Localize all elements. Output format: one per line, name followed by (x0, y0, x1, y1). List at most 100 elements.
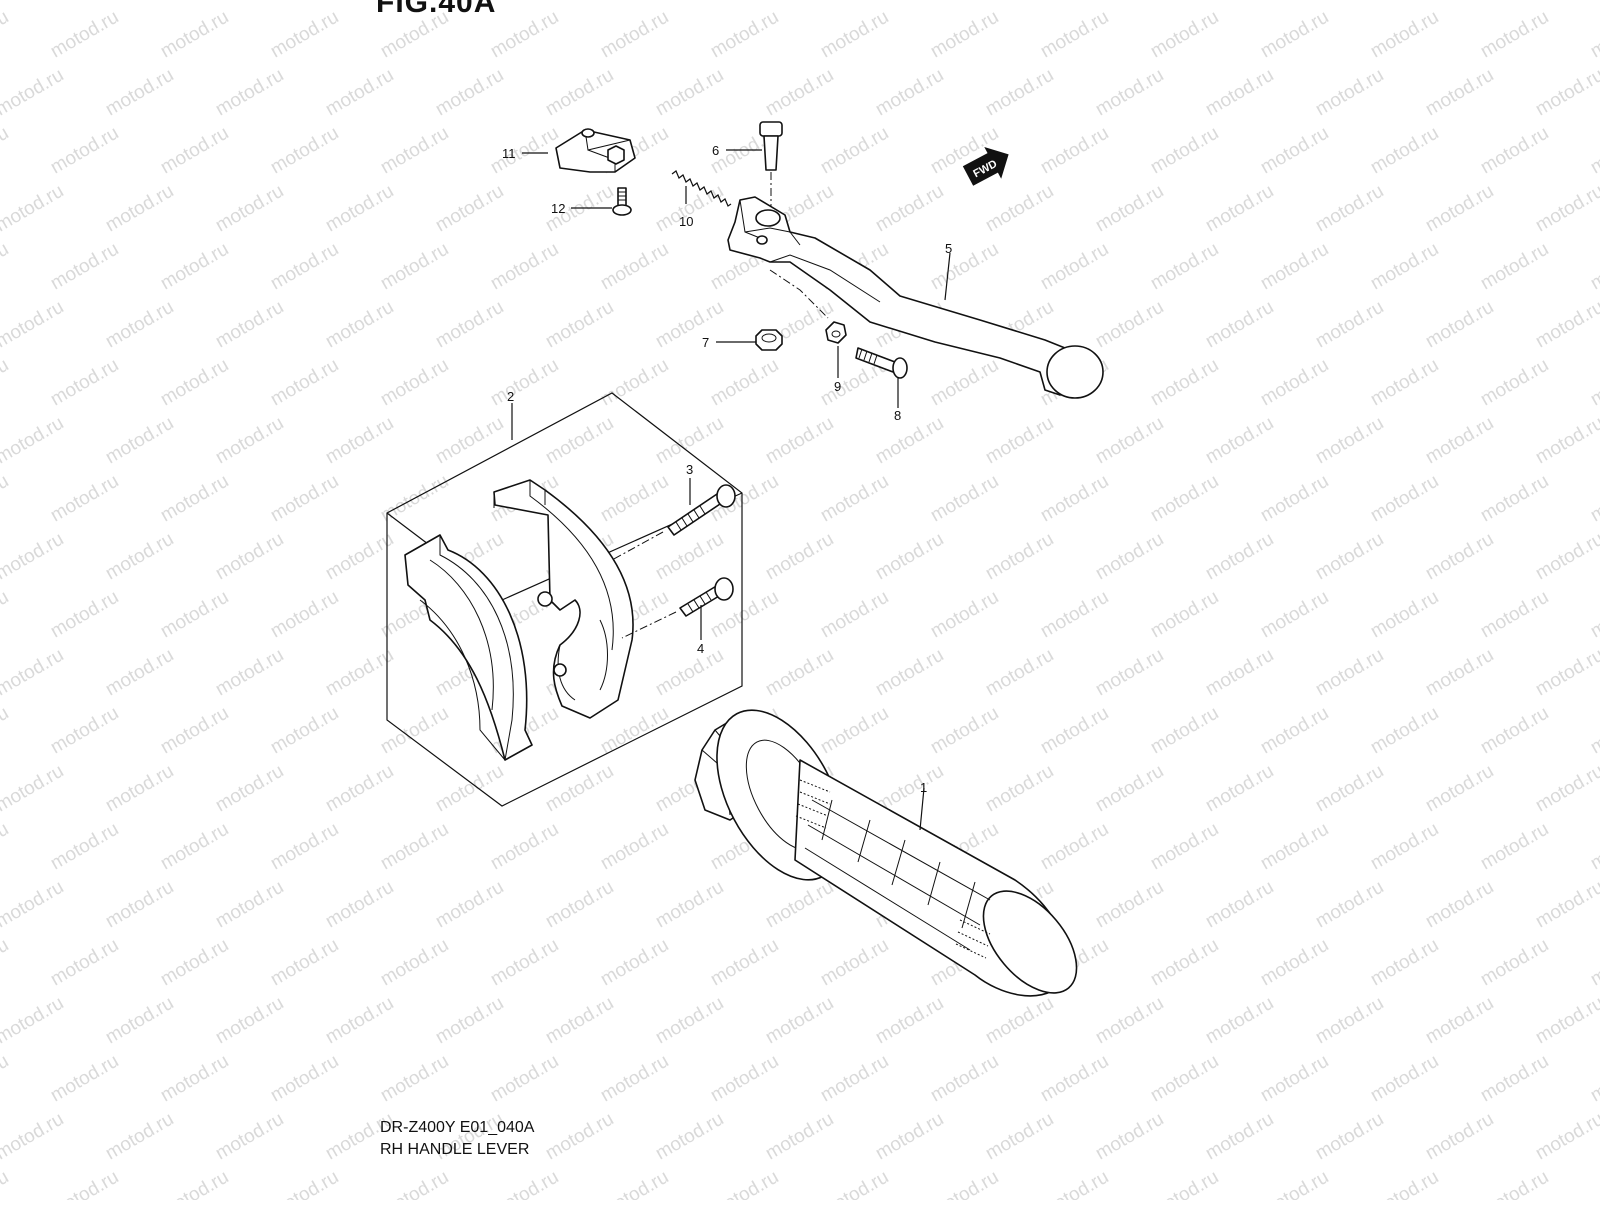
watermark-text: motod.ru (267, 587, 342, 643)
watermark-text: motod.ru (542, 413, 617, 469)
watermark-text: motod.ru (432, 181, 507, 237)
watermark-text: motod.ru (1257, 587, 1332, 643)
watermark-text: motod.ru (432, 761, 507, 817)
watermark-text: motod.ru (1092, 413, 1167, 469)
watermark-text: motod.ru (652, 993, 727, 1049)
part-1-grip (694, 709, 1078, 997)
watermark-text: motod.ru (212, 297, 287, 353)
watermark-text: motod.ru (102, 993, 177, 1049)
watermark-text: motod.ru (1532, 0, 1600, 4)
watermark-text: motod.ru (487, 819, 562, 875)
watermark-text: motod.ru (212, 65, 287, 121)
watermark-text: motod.ru (47, 355, 122, 411)
diagram-caption: RH HANDLE LEVER (380, 1141, 530, 1158)
watermark-text: motod.ru (1367, 355, 1442, 411)
watermark-text: motod.ru (982, 645, 1057, 701)
watermark-text: motod.ru (1092, 181, 1167, 237)
watermark-text: motod.ru (872, 181, 947, 237)
watermark-text: motod.ru (1037, 703, 1112, 759)
watermark-text: motod.ru (597, 1167, 672, 1200)
watermark-text: motod.ru (707, 935, 782, 991)
watermark-text: motod.ru (1147, 587, 1222, 643)
watermark-text: motod.ru (267, 1167, 342, 1200)
watermark-text: motod.ru (872, 413, 947, 469)
watermark-text: motod.ru (0, 529, 67, 585)
watermark-text: motod.ru (597, 1051, 672, 1107)
watermark-text: motod.ru (872, 529, 947, 585)
watermark-text: motod.ru (762, 877, 837, 933)
watermark-text: motod.ru (0, 0, 67, 4)
watermark-text: motod.ru (0, 297, 67, 353)
watermark-text: motod.ru (157, 471, 232, 527)
watermark-text: motod.ru (872, 0, 947, 4)
watermark-text: motod.ru (1092, 645, 1167, 701)
watermark-text: motod.ru (267, 471, 342, 527)
watermark-text: motod.ru (1422, 761, 1497, 817)
watermark-text: motod.ru (1587, 935, 1600, 991)
watermark-text: motod.ru (487, 123, 562, 179)
watermark-text: motod.ru (322, 645, 397, 701)
watermark-text: motod.ru (597, 471, 672, 527)
watermark-text: motod.ru (322, 297, 397, 353)
watermark-text: motod.ru (597, 935, 672, 991)
callout-12: 12 (551, 201, 565, 216)
watermark-text: motod.ru (157, 239, 232, 295)
watermark-text: motod.ru (1587, 239, 1600, 295)
watermark-text: motod.ru (1092, 297, 1167, 353)
callout-1: 1 (920, 780, 927, 795)
watermark-text: motod.ru (1587, 1051, 1600, 1107)
watermark-text: motod.ru (1257, 703, 1332, 759)
watermark-text: motod.ru (212, 1109, 287, 1165)
watermark-text: motod.ru (1312, 1109, 1387, 1165)
watermark-text: motod.ru (1147, 703, 1222, 759)
watermark-text: motod.ru (1367, 471, 1442, 527)
watermark-text: motod.ru (322, 529, 397, 585)
watermark-text: motod.ru (1037, 1051, 1112, 1107)
watermark-text: motod.ru (0, 993, 67, 1049)
watermark-text: motod.ru (597, 703, 672, 759)
watermark-text: motod.ru (927, 7, 1002, 63)
watermark-text: motod.ru (927, 1051, 1002, 1107)
watermark-text: motod.ru (1147, 1051, 1222, 1107)
watermark-text: motod.ru (267, 1051, 342, 1107)
watermark-text: motod.ru (1532, 413, 1600, 469)
watermark-text: motod.ru (1587, 819, 1600, 875)
watermark-text: motod.ru (817, 7, 892, 63)
watermark-text: motod.ru (1202, 181, 1277, 237)
watermark-text: motod.ru (1092, 529, 1167, 585)
watermark-text: motod.ru (1532, 65, 1600, 121)
watermark-text: motod.ru (1587, 587, 1600, 643)
watermark-text: motod.ru (652, 529, 727, 585)
watermark-text: motod.ru (0, 1051, 12, 1107)
watermark-text: motod.ru (707, 355, 782, 411)
watermark-text: motod.ru (0, 1109, 67, 1165)
watermark-text: motod.ru (377, 703, 452, 759)
watermark-text: motod.ru (542, 993, 617, 1049)
watermark-text: motod.ru (1532, 297, 1600, 353)
watermark-text: motod.ru (432, 297, 507, 353)
watermark-text: motod.ru (1147, 1167, 1222, 1200)
watermark-text: motod.ru (1312, 645, 1387, 701)
watermark-text: motod.ru (1477, 1167, 1552, 1200)
watermark-text: motod.ru (1092, 1109, 1167, 1165)
watermark-text: motod.ru (47, 819, 122, 875)
watermark-text: motod.ru (267, 935, 342, 991)
watermark-text: motod.ru (1202, 877, 1277, 933)
watermark-text: motod.ru (982, 65, 1057, 121)
watermark-text: motod.ru (817, 935, 892, 991)
watermark-text: motod.ru (1477, 703, 1552, 759)
watermark-text: motod.ru (102, 761, 177, 817)
watermark-text: motod.ru (1422, 529, 1497, 585)
watermark-text: motod.ru (267, 123, 342, 179)
watermark-text: motod.ru (1532, 645, 1600, 701)
watermark-text: motod.ru (267, 703, 342, 759)
watermark-text: motod.ru (817, 1051, 892, 1107)
watermark-text: motod.ru (1587, 123, 1600, 179)
watermark-text: motod.ru (0, 1167, 12, 1200)
watermark-text: motod.ru (47, 1167, 122, 1200)
watermark-text: motod.ru (762, 0, 837, 4)
watermark-text: motod.ru (1202, 761, 1277, 817)
part-2-housing-right-half (493, 479, 634, 719)
watermark-text: motod.ru (212, 529, 287, 585)
